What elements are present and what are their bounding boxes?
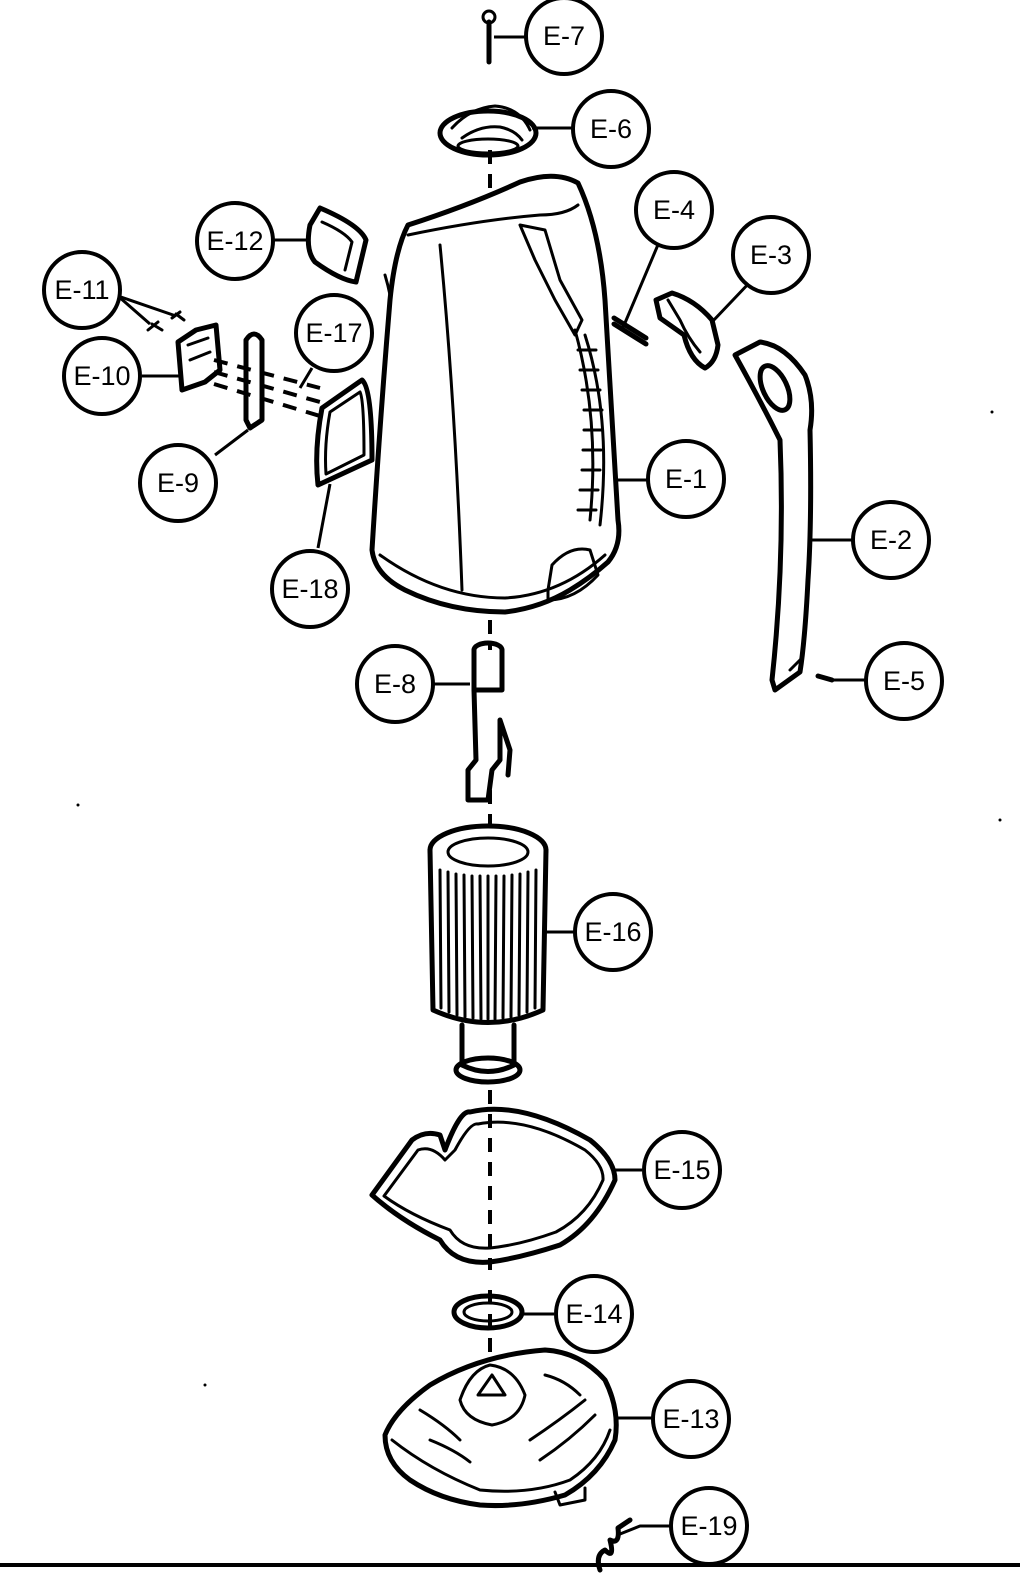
part-e13-base [382,1347,619,1509]
callout-e2: E-2 [851,500,931,580]
callout-e2-label: E-2 [870,525,912,555]
callout-e1-label: E-1 [665,464,707,494]
callout-e4: E-4 [634,170,714,250]
callout-e3: E-3 [731,215,811,295]
leader-lines [117,35,866,1528]
scan-artifacts [0,410,1020,1567]
callout-e16-label: E-16 [584,917,641,947]
part-e6-cap [437,104,539,158]
callout-e15-label: E-15 [653,1155,710,1185]
callout-e1: E-1 [646,439,726,519]
callout-e7-label: E-7 [543,21,585,51]
callout-e14-label: E-14 [565,1299,622,1329]
callout-e7: E-7 [524,0,604,76]
part-e14-o-ring [451,1293,525,1331]
callout-e14: E-14 [554,1274,634,1354]
callout-e13: E-13 [651,1379,731,1459]
callout-e4-label: E-4 [653,195,695,225]
callout-e19-label: E-19 [680,1511,737,1541]
callout-e19: E-19 [669,1486,749,1566]
callout-e16: E-16 [573,892,653,972]
callout-e18-label: E-18 [281,574,338,604]
callout-e13-label: E-13 [662,1404,719,1434]
callout-e5-label: E-5 [883,666,925,696]
callout-e9: E-9 [138,443,218,523]
part-e2-handle [732,339,815,693]
callout-e6: E-6 [571,89,651,169]
callout-e5: E-5 [864,641,944,721]
callout-e11: E-11 [42,250,122,330]
part-e7-screw [481,9,497,65]
callout-e12-label: E-12 [206,226,263,256]
callout-e8: E-8 [355,644,435,724]
part-e5-screw [815,673,835,683]
part-e19-spring [595,1517,642,1573]
callout-e15: E-15 [642,1130,722,1210]
callout-e6-label: E-6 [590,114,632,144]
part-e10-bracket [175,322,223,393]
callout-e8-label: E-8 [374,669,416,699]
part-e3-latch [653,290,721,371]
callout-e12: E-12 [195,201,275,281]
part-e18-gasket [314,377,375,488]
part-e16-filter [427,823,549,1085]
callout-e9-label: E-9 [157,468,199,498]
callout-e3-label: E-3 [750,240,792,270]
callout-e10: E-10 [62,336,142,416]
part-e9-latch [213,331,321,431]
callout-e17: E-17 [294,293,374,373]
part-e1-housing [369,173,622,615]
callout-e10-label: E-10 [73,361,130,391]
callout-e11-label: E-11 [54,275,109,305]
part-e4-pin [611,315,649,347]
callout-e18: E-18 [270,549,350,629]
part-e12-cover [305,205,369,285]
part-e15-frame [369,1106,618,1265]
callout-e17-label: E-17 [305,318,362,348]
part-e8-rod [465,640,513,803]
part-e11-screws [146,310,186,332]
